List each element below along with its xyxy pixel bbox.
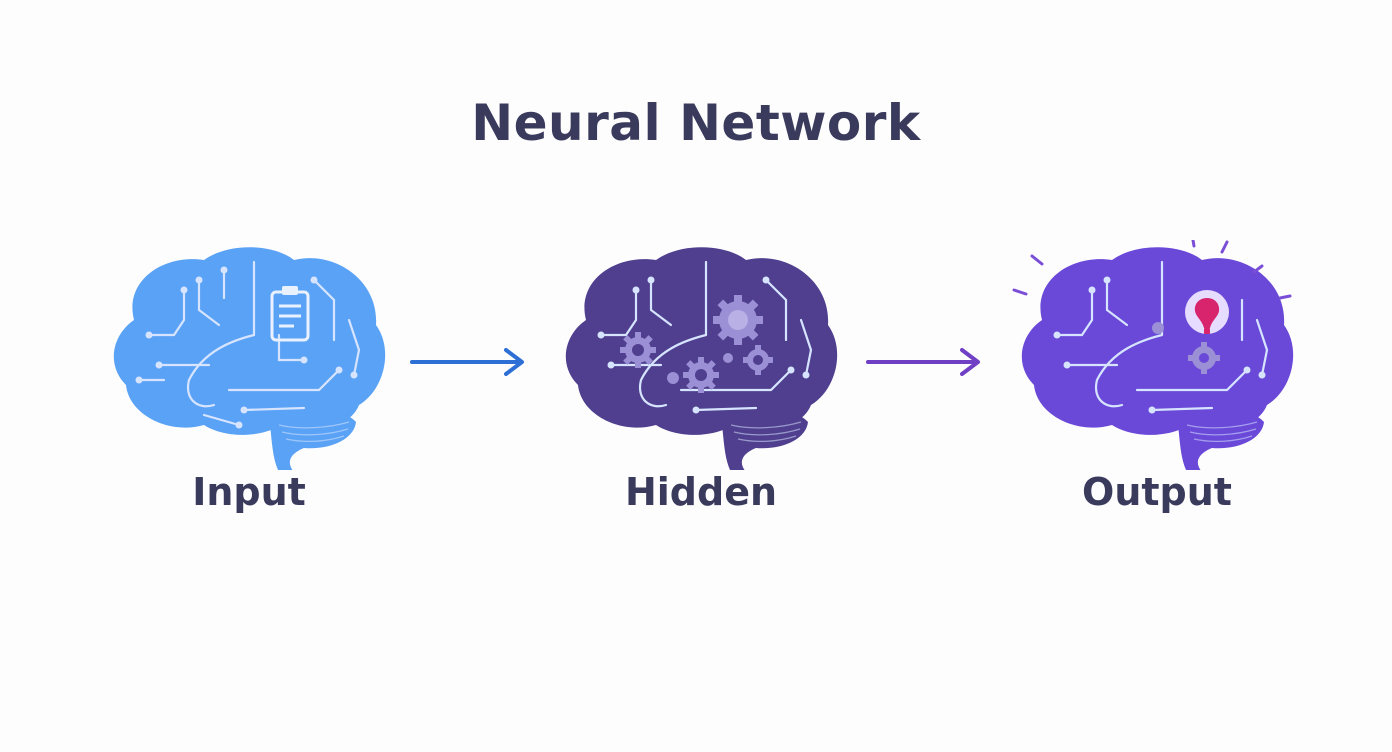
hidden-brain-icon: [565, 247, 838, 470]
arrow-input-to-hidden: [410, 348, 524, 376]
stage-input: Input: [104, 240, 394, 540]
gears-icon: [620, 295, 773, 393]
stage-label-hidden: Hidden: [624, 470, 778, 514]
output-brain-icon: [1012, 240, 1294, 470]
diagram-title: Neural Network: [471, 94, 921, 152]
stage-label-input: Input: [192, 470, 306, 514]
arrow-hidden-to-output: [866, 348, 980, 376]
stage-label-output: Output: [1082, 470, 1232, 514]
clipboard-icon: [270, 286, 310, 342]
stage-hidden: Hidden: [556, 240, 846, 540]
stage-output: Output: [1012, 240, 1302, 540]
input-brain-icon: [113, 247, 386, 470]
lightbulb-icon: [1012, 240, 1292, 374]
